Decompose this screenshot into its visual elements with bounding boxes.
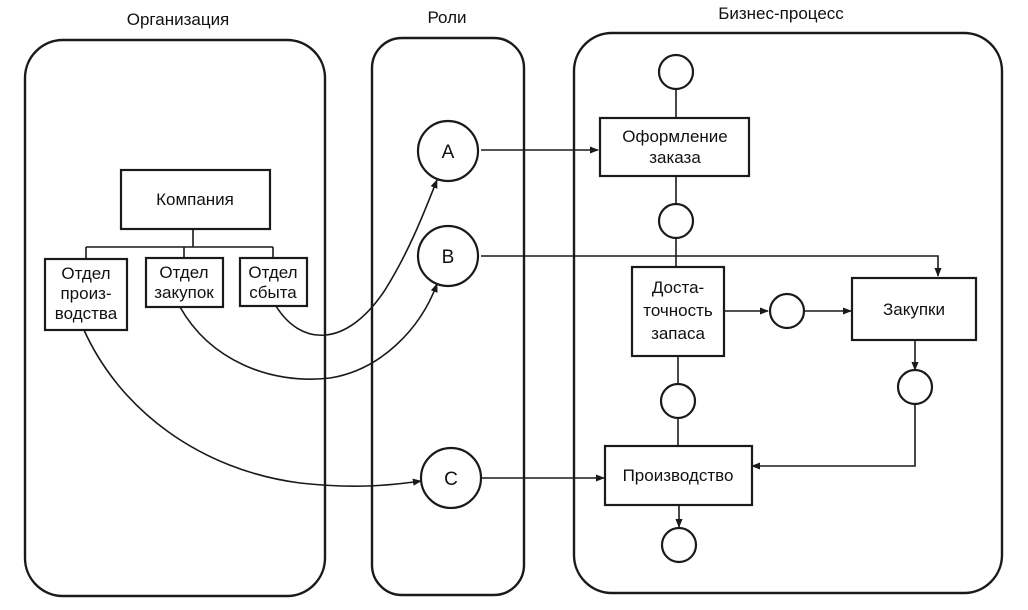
sales-dept-box: [238, 256, 309, 308]
role-c-label: C: [444, 469, 458, 490]
role-a-circle: [416, 119, 480, 183]
production-to-role-c-arrow: [83, 329, 422, 487]
role-b-to-purchase-arrow: [481, 255, 942, 277]
role-b-circle: [416, 224, 480, 288]
order-entry-box: [598, 116, 751, 178]
role-c-circle: [419, 446, 483, 510]
production-box: [603, 444, 754, 507]
purchasing-dept-box: [144, 256, 225, 309]
stock-insufficient-event-circle: [768, 292, 806, 330]
stock-check-label-2: точность: [643, 301, 713, 320]
order-entry-label-2: заказа: [649, 148, 701, 167]
purchasing-dept-label-1: Отдел: [159, 263, 208, 282]
stock-sufficient-event-circle: [659, 382, 697, 420]
company-label: Компания: [156, 190, 234, 209]
role-a-label: A: [442, 142, 455, 163]
sales-to-role-a-arrow: [275, 179, 438, 337]
organization-header: Организация: [127, 10, 230, 29]
order-completed-event-circle: [657, 202, 695, 240]
purchase-completed-event-circle: [896, 368, 934, 406]
purchasing-dept-label-2: закупок: [154, 283, 214, 302]
business-process-header: Бизнес-процесс: [718, 4, 844, 23]
stock-check-label-1: Доста-: [652, 278, 704, 297]
business-process-lane: [572, 31, 1004, 595]
stock-check-label-3: запаса: [651, 324, 705, 343]
purchasing-box: [850, 276, 978, 342]
purchasing-label: Закупки: [883, 300, 945, 319]
stock-check-box: [630, 265, 726, 358]
roles-header: Роли: [427, 8, 466, 27]
organization-lane: [23, 38, 327, 598]
sales-dept-label-1: Отдел: [248, 263, 297, 282]
roles-lane: [370, 36, 526, 597]
purchasing-to-role-b-arrow: [179, 283, 438, 380]
production-dept-label-2: произ-: [60, 284, 111, 303]
order-entry-label-1: Оформление: [622, 127, 728, 146]
production-dept-label-1: Отдел: [61, 264, 110, 283]
production-dept-label-3: водства: [55, 304, 118, 323]
company-box: [119, 168, 272, 231]
sales-dept-label-2: сбыта: [249, 283, 297, 302]
production-label: Производство: [623, 466, 734, 485]
role-b-label: B: [442, 247, 455, 268]
production-dept-box: [43, 257, 129, 332]
start-event-circle: [657, 53, 695, 91]
end-event-circle: [660, 526, 698, 564]
flow-event-to-production-feedback: [751, 404, 916, 470]
